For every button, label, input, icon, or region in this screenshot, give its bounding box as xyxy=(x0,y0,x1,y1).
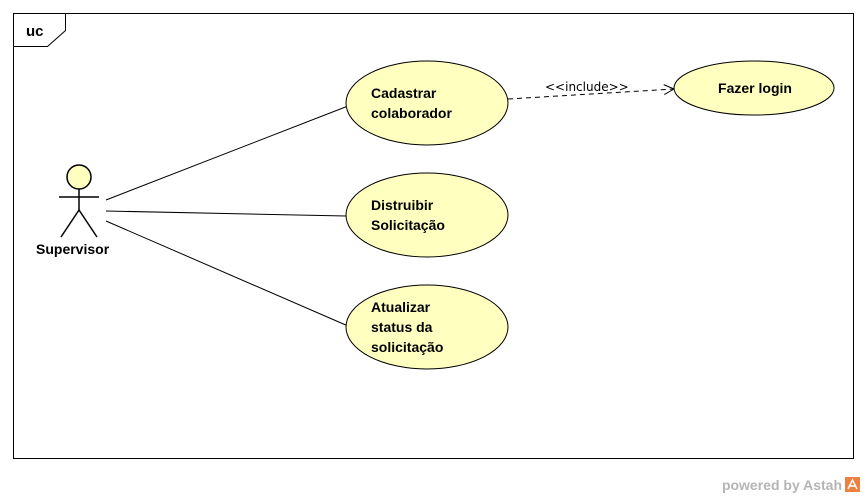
use-case-distruibir-line: Distruibir xyxy=(371,197,434,213)
include-dependency[interactable]: <<include>> xyxy=(507,80,674,100)
frame-label: uc xyxy=(26,23,44,40)
diagram-frame: uc xyxy=(13,13,854,459)
use-case-cadastrar-ellipse[interactable] xyxy=(345,60,509,146)
use-case-distruibir-ellipse[interactable] xyxy=(345,172,509,258)
include-arrow[interactable] xyxy=(507,89,674,100)
use-case-cadastrar-line: Cadastrar xyxy=(371,85,437,101)
association-atualizar[interactable] xyxy=(105,220,349,327)
use-case-atualizar-ellipse[interactable] xyxy=(345,284,509,370)
use-case-atualizar-line: status da xyxy=(371,319,433,335)
actor-right-leg xyxy=(78,209,98,238)
powered-by-label: powered by Astah xyxy=(722,477,842,493)
actor-supervisor[interactable]: Supervisor xyxy=(36,164,110,257)
use-case-fazer-login-ellipse[interactable] xyxy=(673,60,835,116)
associations xyxy=(105,105,349,327)
use-case-distruibir-label: Distruibir Solicitação xyxy=(371,197,445,233)
use-case-atualizar-line: Atualizar xyxy=(371,299,431,315)
use-case-atualizar-line: solicitação xyxy=(371,339,443,355)
actor-left-leg xyxy=(60,209,80,238)
actor-head xyxy=(66,164,92,190)
use-case-cadastrar-colaborador[interactable]: Cadastrar colaborador xyxy=(345,60,509,146)
use-case-distruibir-solicitacao[interactable]: Distruibir Solicitação xyxy=(345,172,509,258)
astah-logo-icon xyxy=(845,477,860,492)
use-case-cadastrar-label: Cadastrar colaborador xyxy=(371,85,452,121)
frame-label-tab xyxy=(13,13,66,47)
use-case-atualizar-status[interactable]: Atualizar status da solicitação xyxy=(345,284,509,370)
powered-by-watermark: powered by Astah xyxy=(722,477,860,493)
use-case-cadastrar-line: colaborador xyxy=(371,105,452,121)
actor-name: Supervisor xyxy=(36,241,110,257)
include-label: <<include>> xyxy=(545,80,629,94)
association-distribuir[interactable] xyxy=(105,210,347,217)
use-case-distruibir-line: Solicitação xyxy=(371,217,445,233)
use-case-fazer-login[interactable]: Fazer login xyxy=(673,60,835,116)
use-case-atualizar-label: Atualizar status da solicitação xyxy=(371,299,443,355)
association-cadastrar[interactable] xyxy=(105,105,349,201)
use-case-fazer-login-label: Fazer login xyxy=(718,80,792,96)
